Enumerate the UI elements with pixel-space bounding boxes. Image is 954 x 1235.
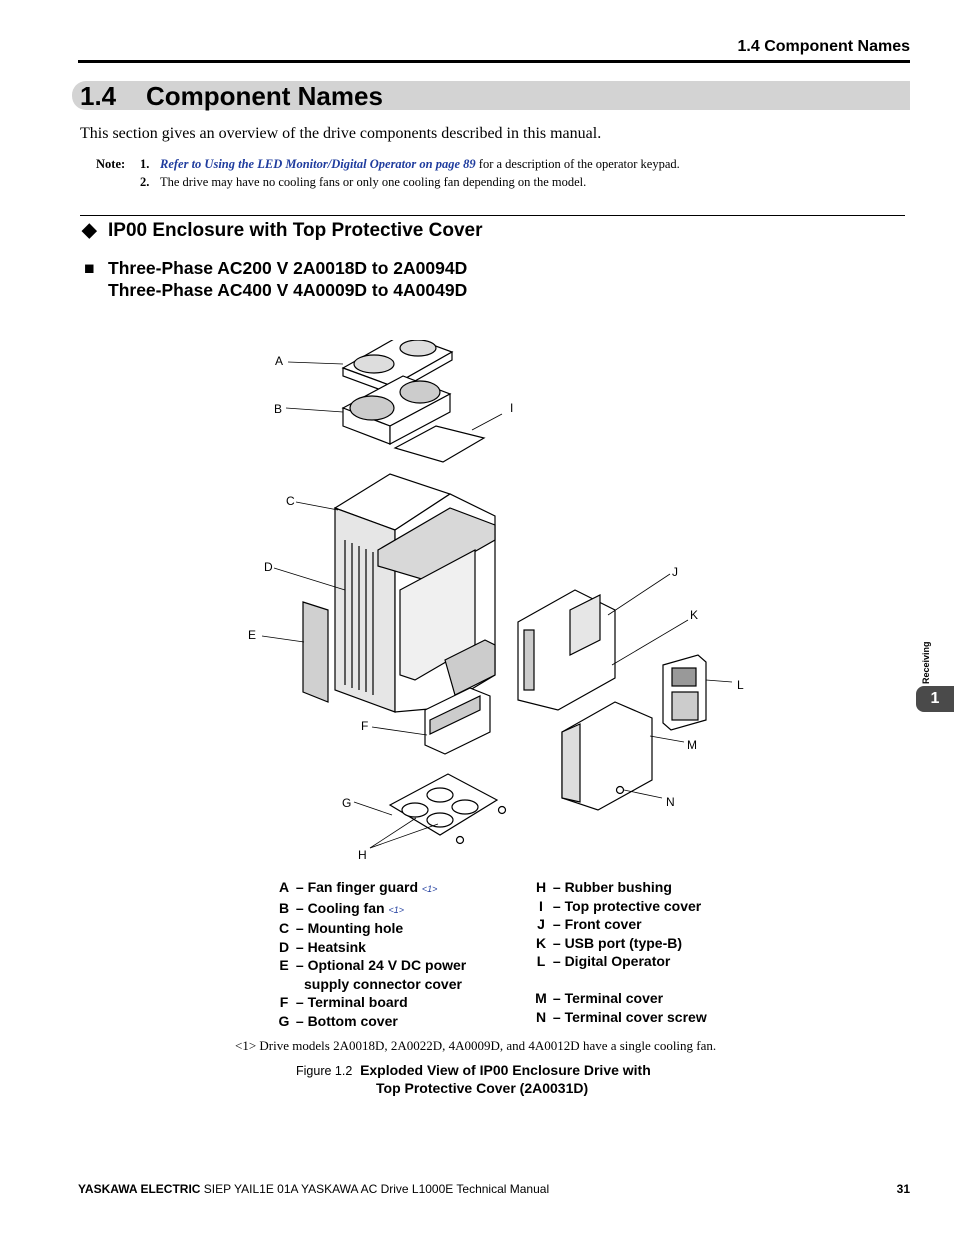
figure-label-n: N [666, 795, 675, 809]
legend-item: F – Terminal board [279, 994, 408, 1010]
section-number: 1.4 [80, 81, 117, 111]
subsubsection-line-2: Three-Phase AC400 V 4A0009D to 4A0049D [108, 280, 468, 300]
figure-label-e: E [248, 628, 256, 642]
bottom-cover-part [388, 773, 507, 845]
connector-cover-part [302, 601, 329, 703]
figure-label-a: A [275, 354, 283, 368]
subsection-title: IP00 Enclosure with Top Protective Cover [108, 220, 483, 241]
section-title: 1.4 Component Names [80, 81, 383, 111]
note-link[interactable]: Refer to Using the LED Monitor/Digital O… [160, 157, 476, 171]
legend-item: K – USB port (type-B) [535, 934, 683, 951]
exploded-view-figure: A B C D E F G H I J K L M N [248, 340, 744, 860]
figure-label-d: D [264, 560, 273, 574]
footnote-ref[interactable]: <1> [421, 884, 438, 894]
drive-body-part [333, 473, 496, 713]
legend-left: A – Fan finger guard <1> B – Cooling fan… [276, 878, 467, 1030]
legend-item: D – Heatsink [278, 938, 366, 955]
note-2: 2. The drive may have no cooling fans or … [96, 173, 680, 191]
diamond-icon: ◆ [82, 220, 97, 241]
figure-label-i: I [510, 401, 513, 415]
legend-item: M – Terminal cover [535, 990, 664, 1006]
note-1: Note: 1. Refer to Using the LED Monitor/Di… [96, 155, 680, 173]
terminal-cover-part [561, 701, 653, 811]
legend-item: C – Mounting hole [278, 920, 404, 936]
digital-operator-part [662, 654, 707, 731]
subsection-heading: ◆ IP00 Enclosure with Top Protective Cove… [82, 219, 482, 242]
figure-label-c: C [286, 494, 295, 508]
front-cover-part [517, 589, 616, 711]
notes-block: Note: 1. Refer to Using the LED Monitor/Di… [96, 155, 680, 191]
figure-label-h: H [358, 848, 367, 860]
legend-item: L – Digital Operator [536, 953, 671, 969]
subsubsection-heading: ■Three-Phase AC200 V 2A0018D to 2A0094D … [84, 257, 467, 301]
subsubsection-line-1: Three-Phase AC200 V 2A0018D to 2A0094D [108, 258, 468, 278]
figure-label-g: G [342, 796, 351, 810]
section-title-text: Component Names [146, 81, 383, 111]
running-header: 1.4 Component Names [737, 38, 910, 55]
caption-line-2: Top Protective Cover (2A0031D) [376, 1080, 589, 1096]
fan-finger-guard-part [341, 340, 454, 396]
terminal-board-part [424, 687, 491, 755]
figure-number: Figure 1.2 [296, 1064, 353, 1078]
figure-label-k: K [690, 608, 698, 622]
header-rule [78, 60, 910, 63]
square-bullet-icon: ■ [84, 258, 95, 278]
note-label: Note: [96, 157, 126, 171]
cooling-fan-part [341, 375, 452, 445]
legend-spacer [533, 971, 707, 990]
chapter-tab[interactable]: 1 [916, 686, 954, 712]
footnote-ref[interactable]: <1> [388, 904, 404, 915]
footer-doc: SIEP YAIL1E 01A YASKAWA AC Drive L1000E … [200, 1182, 550, 1196]
legend-item: H – Rubber bushing [535, 879, 672, 895]
legend-item-continuation: supply connector cover [304, 975, 462, 992]
caption-line-1: Exploded View of IP00 Enclosure Drive wi… [360, 1062, 651, 1078]
note-number: 2. [140, 175, 150, 189]
figure-label-f: F [361, 719, 368, 733]
figure-caption: Figure 1.2 Exploded View of IP00 Enclosu… [296, 1062, 651, 1097]
note-text: for a description of the operator keypad… [475, 157, 680, 171]
side-chapter-label: Receiving [921, 641, 931, 684]
intro-paragraph: This section gives an overview of the dr… [80, 125, 602, 142]
figure-footnote: <1> Drive models 2A0018D, 2A0022D, 4A000… [235, 1038, 717, 1053]
legend-item: A – Fan finger guard <1> [278, 879, 438, 895]
legend-item: B – Cooling fan <1> [278, 899, 404, 916]
legend-item: J – Front cover [537, 916, 642, 932]
figure-label-j: J [672, 565, 678, 579]
page-footer: YASKAWA ELECTRIC SIEP YAIL1E 01A YASKAWA… [78, 1182, 549, 1196]
figure-label-m: M [687, 738, 697, 752]
legend-item: G – Bottom cover [278, 1012, 398, 1029]
note-number: 1. [140, 157, 150, 171]
figure-label-b: B [274, 402, 282, 416]
legend-item: E – Optional 24 V DC power [279, 957, 467, 973]
page-number: 31 [896, 1182, 910, 1196]
top-protective-cover-part [393, 425, 486, 463]
legend-item: N – Terminal cover screw [535, 1008, 707, 1025]
subsection-rule [80, 215, 905, 216]
legend-right: H – Rubber bushing I – Top protective co… [533, 878, 707, 1026]
legend-item: I – Top protective cover [539, 897, 702, 914]
figure-label-l: L [737, 678, 744, 692]
footer-brand: YASKAWA ELECTRIC [78, 1182, 201, 1196]
note-text: The drive may have no cooling fans or on… [160, 175, 587, 189]
section-title-band [72, 81, 910, 110]
